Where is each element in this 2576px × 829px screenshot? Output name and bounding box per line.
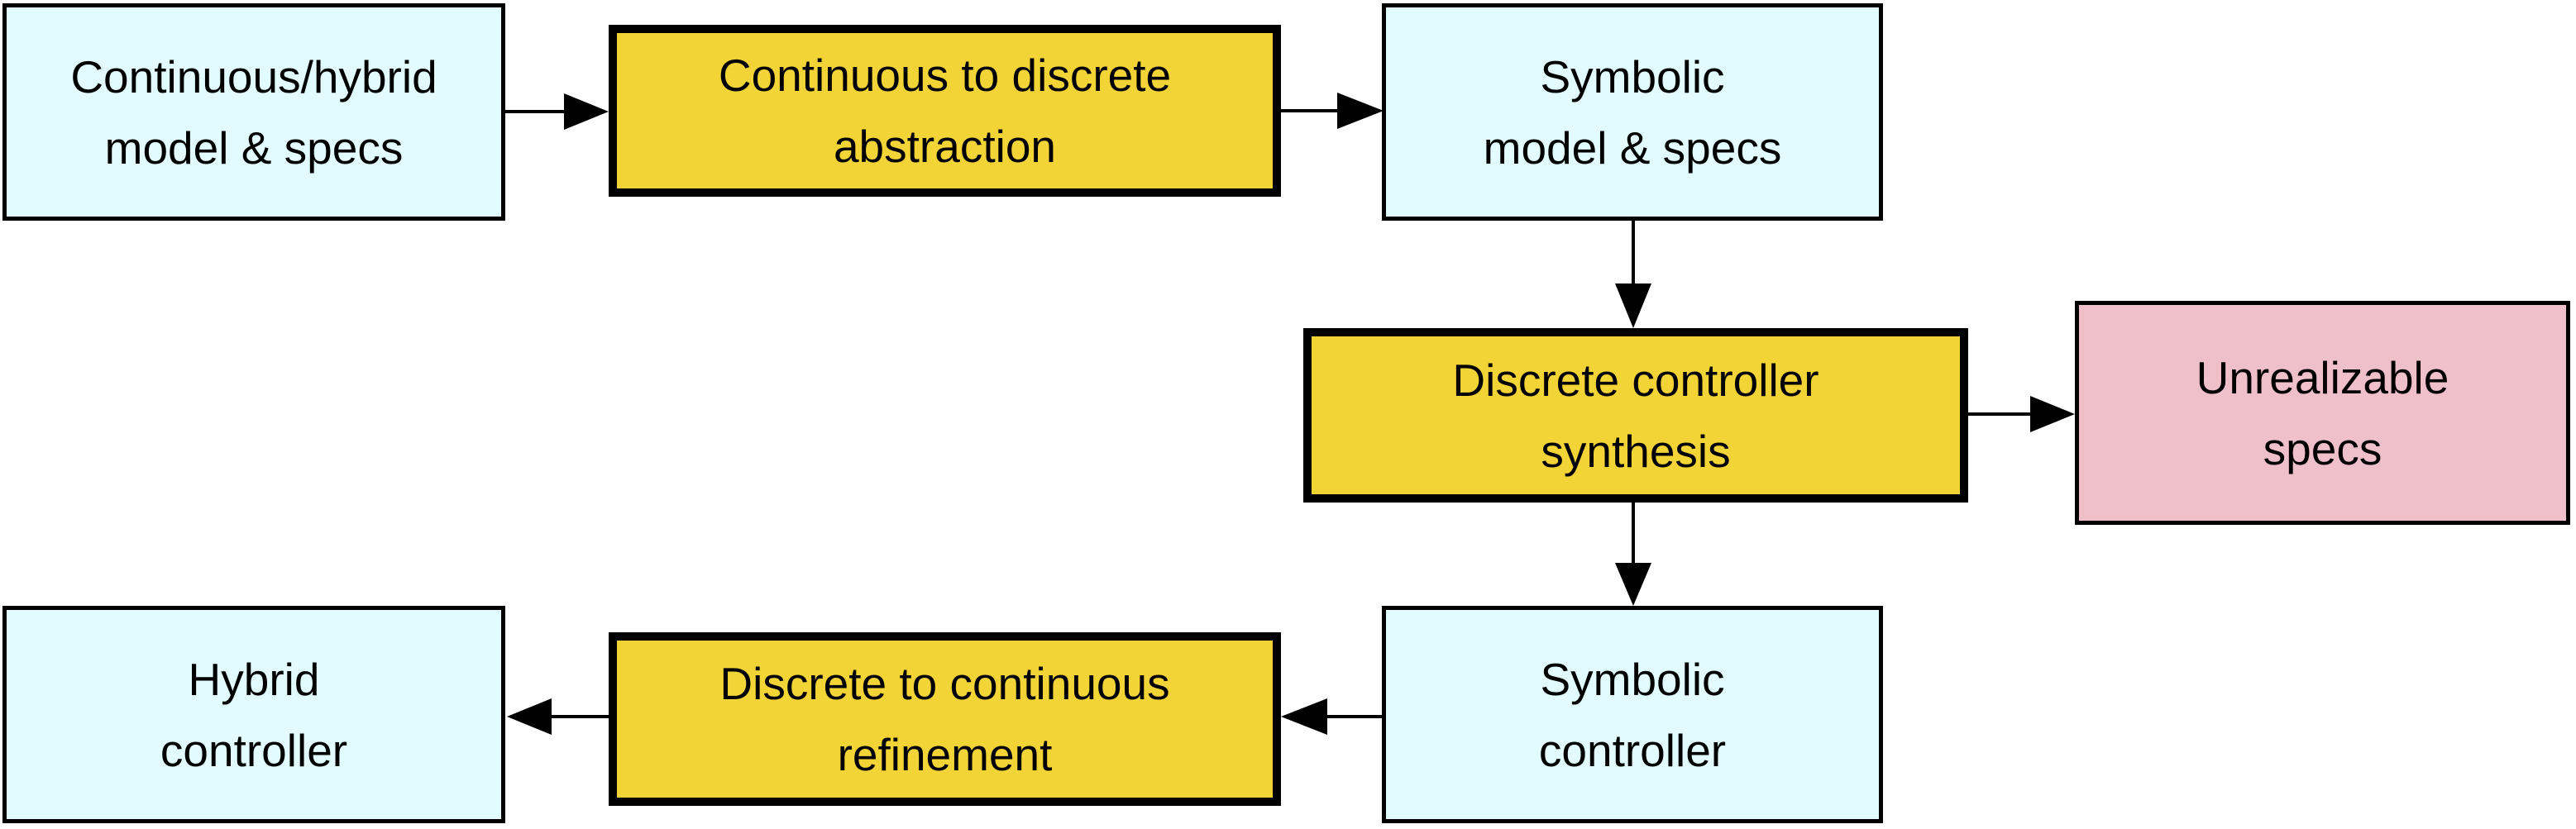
node-label-line: Unrealizable [2196,351,2449,403]
node-label-line: synthesis [1541,425,1731,477]
node-symbolic-model-specs: Symbolic model & specs [1382,3,1883,221]
node-label-line: specs [2263,422,2382,474]
node-label-line: Symbolic [1540,50,1725,102]
node-hybrid-controller: Hybrid controller [2,606,505,823]
node-label-line: abstraction [833,121,1057,172]
node-label-line: Continuous to discrete [718,50,1172,101]
node-label-line: Discrete controller [1452,354,1819,406]
node-continuous-hybrid-model-specs: Continuous/hybrid model & specs [2,3,505,221]
node-discrete-controller-synthesis: Discrete controller synthesis [1303,328,1968,503]
edge-synthesis-to-unrealizable [1968,396,2075,432]
node-symbolic-controller: Symbolic controller [1382,606,1883,823]
arrowhead-left-icon [1281,698,1327,735]
node-label-line: model & specs [104,121,404,174]
edge-symbolic-model-to-synthesis [1615,221,1651,328]
node-label-line: controller [160,724,348,776]
edge-refinement-to-hybrid-controller [507,698,609,735]
arrowhead-right-icon [1337,93,1384,129]
node-discrete-to-continuous-refinement: Discrete to continuous refinement [609,632,1281,806]
edge-symbolic-controller-to-refinement [1281,698,1382,735]
node-label-line: Hybrid [188,653,320,705]
node-label-line: model & specs [1483,121,1782,174]
arrowhead-down-icon [1615,283,1651,328]
node-continuous-to-discrete-abstraction: Continuous to discrete abstraction [609,25,1281,197]
node-label-line: Discrete to continuous [719,658,1170,709]
node-label-line: Symbolic [1540,653,1725,705]
arrowhead-right-icon [2030,396,2075,432]
node-unrealizable-specs: Unrealizable specs [2075,301,2570,525]
edge-abstraction-to-symbolic-model [1281,93,1384,129]
arrowhead-down-icon [1615,563,1651,606]
node-label-line: controller [1538,724,1727,776]
node-label-line: refinement [837,729,1053,780]
edge-synthesis-to-symbolic-controller [1615,503,1651,606]
node-label-line: Continuous/hybrid [70,50,437,102]
arrowhead-left-icon [507,698,552,735]
arrowhead-right-icon [564,93,609,130]
edge-continuous-hybrid-to-abstraction [505,93,609,130]
